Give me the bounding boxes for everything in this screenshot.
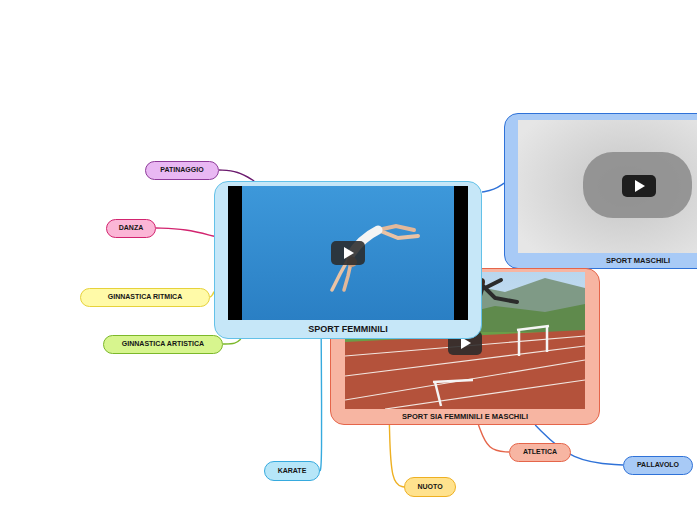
subtopic: GINNASTICA RITMICA bbox=[80, 288, 210, 307]
topic-label: PALLAVOLO bbox=[637, 461, 679, 469]
branch-line bbox=[156, 228, 214, 236]
topic-label: ATLETICA bbox=[523, 448, 557, 456]
subtopic: DANZA bbox=[106, 219, 156, 238]
branch-line bbox=[320, 339, 322, 471]
gymnast-video bbox=[228, 186, 468, 320]
subtopic: ATLETICA bbox=[509, 443, 571, 462]
branch-line bbox=[389, 425, 404, 487]
topic-label: GINNASTICA ARTISTICA bbox=[122, 340, 204, 348]
subtopic: NUOTO bbox=[404, 477, 456, 497]
topic-box: SPORT MASCHILI bbox=[504, 113, 697, 269]
topic-label: KARATE bbox=[278, 467, 307, 475]
topic-label: NUOTO bbox=[417, 483, 442, 491]
topic-label: DANZA bbox=[119, 224, 144, 232]
main-topic: SPORT FEMMINILI bbox=[214, 181, 482, 339]
subtopic: PALLAVOLO bbox=[623, 456, 693, 475]
branch-line bbox=[482, 183, 504, 192]
subtopic: GINNASTICA ARTISTICA bbox=[103, 335, 223, 354]
topic-label: PATINAGGIO bbox=[160, 166, 203, 174]
topic-title: SPORT SIA FEMMINILI E MASCHILI bbox=[402, 413, 528, 424]
topic-title: SPORT FEMMINILI bbox=[308, 325, 388, 338]
topic-title: SPORT MASCHILI bbox=[606, 257, 670, 268]
branch-line bbox=[223, 339, 241, 344]
topic-label: GINNASTICA RITMICA bbox=[108, 293, 182, 301]
video-placeholder bbox=[518, 120, 697, 253]
branch-line bbox=[479, 425, 510, 452]
subtopic: KARATE bbox=[264, 461, 320, 481]
subtopic: PATINAGGIO bbox=[145, 161, 219, 180]
branch-line bbox=[219, 170, 254, 181]
